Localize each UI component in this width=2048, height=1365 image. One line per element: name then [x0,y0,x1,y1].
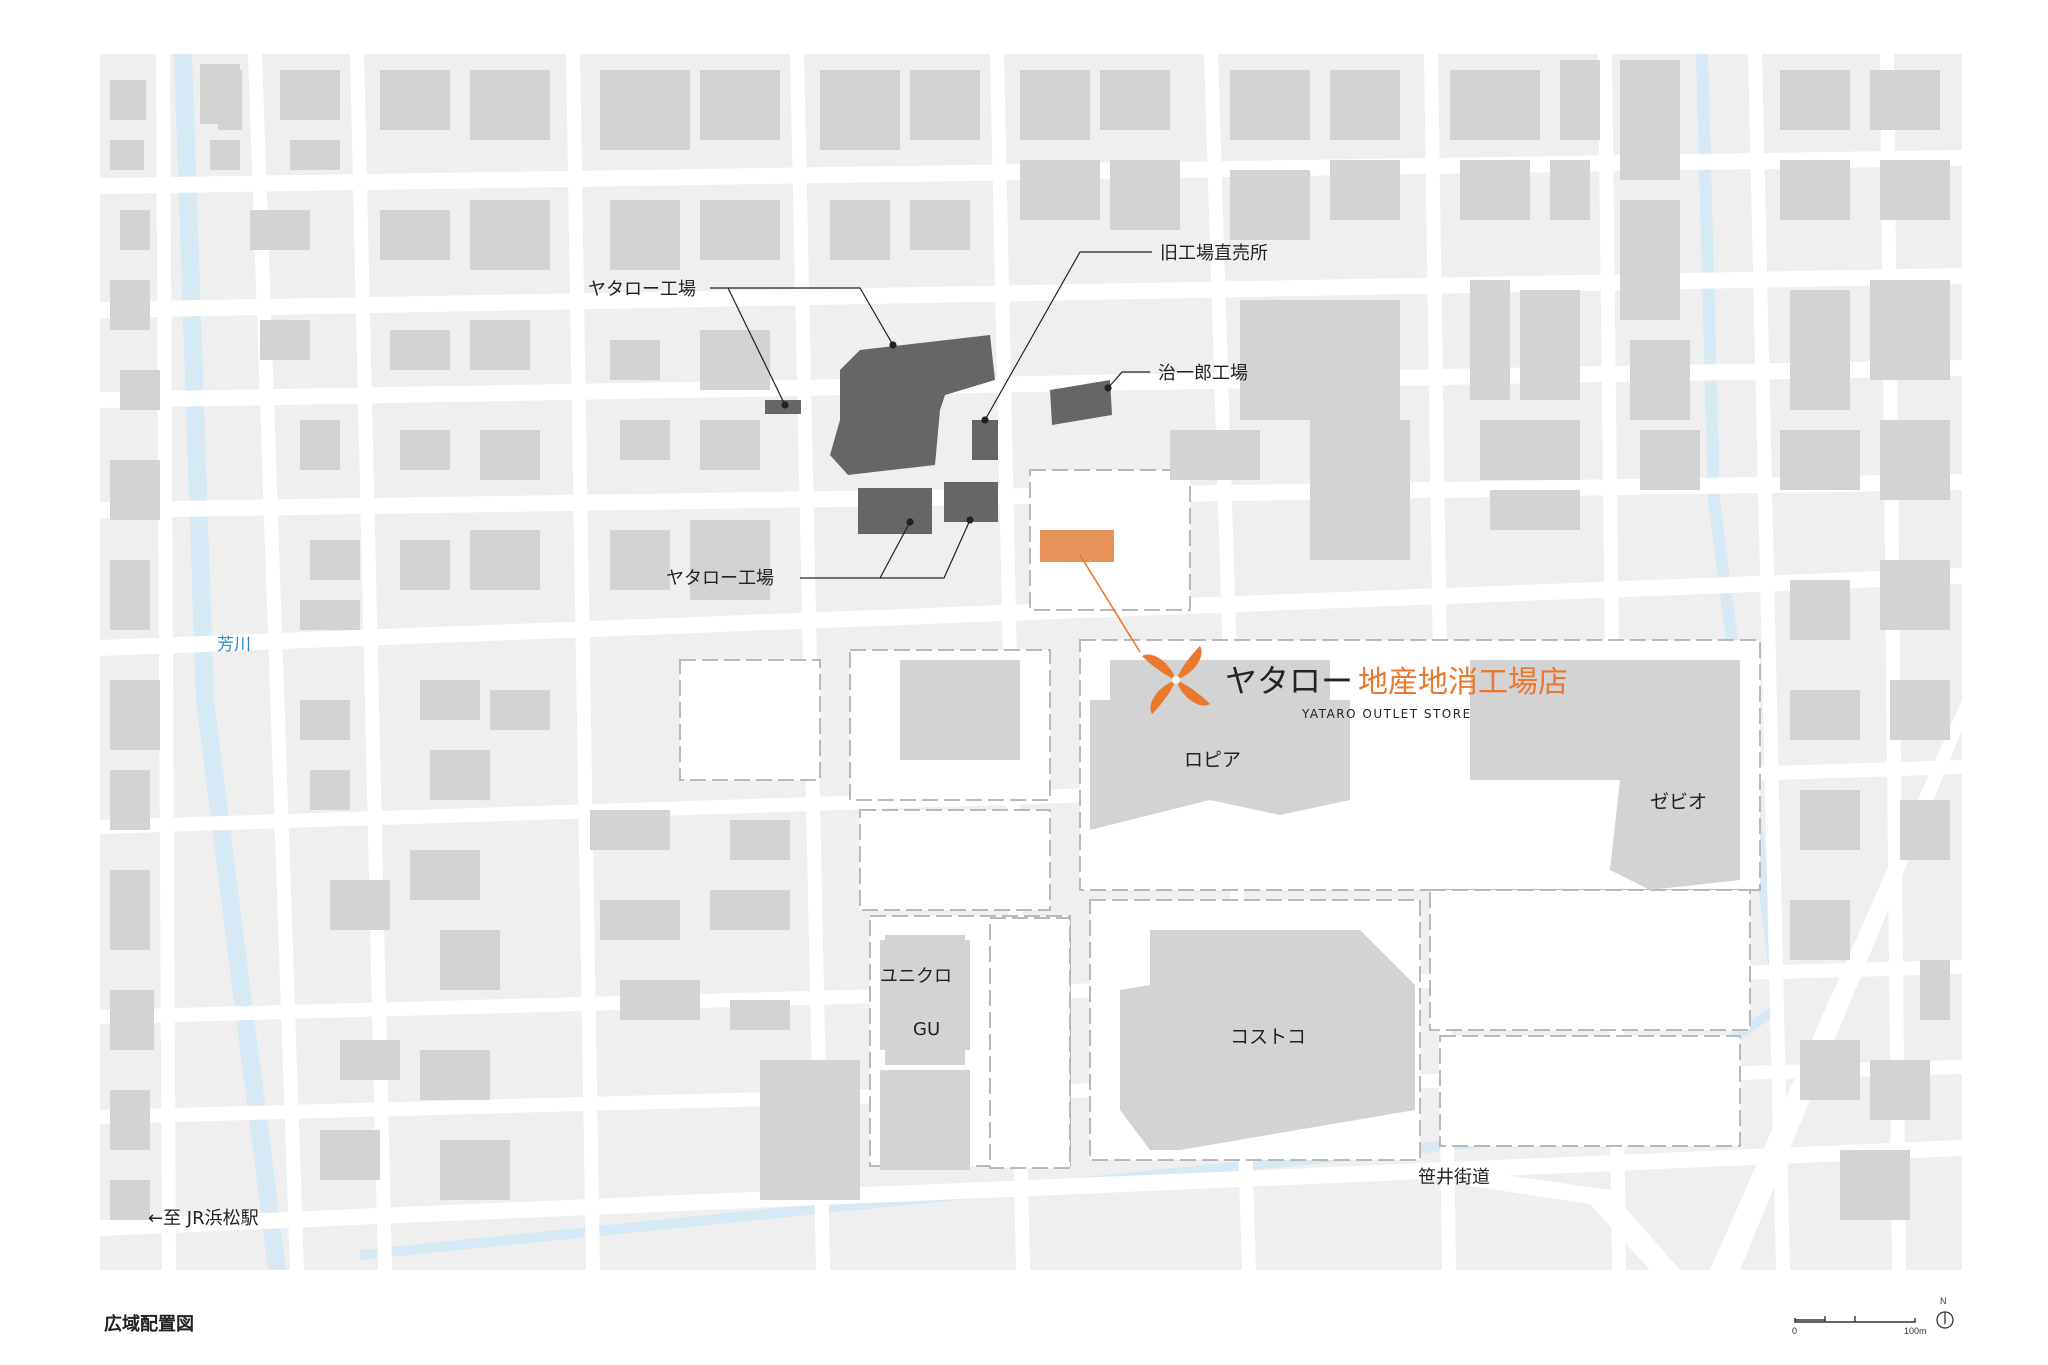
label-xebio: ゼビオ [1650,791,1707,813]
river-yoshikawa [174,54,286,1270]
lopia-building [1090,700,1350,830]
yataro-factory-south-a [858,488,932,534]
scale-bar [1794,1316,1916,1323]
logo-brand: ヤタロー [1225,662,1353,700]
old-factory-shop [972,420,998,460]
costco-building [1120,930,1415,1150]
yataro-factory-main [830,335,995,475]
uniqlo-gu-building [885,935,965,1065]
outlet-store-logo [1142,646,1210,714]
label-old-factory-shop: 旧工場直売所 [1160,243,1268,264]
label-lopia: ロピア [1184,749,1241,771]
leader-lines [710,251,1152,579]
north-arrow-icon [1936,1311,1954,1329]
logo-store-name: 地産地消工場店 [1358,665,1568,700]
yataro-factory-south-b [944,482,998,522]
map-base [100,54,1962,1270]
north-label: N [1940,1296,1947,1306]
label-river: 芳川 [217,635,251,655]
pinwheel-icon [1142,646,1210,714]
buildings [110,60,1950,1220]
xebio-building [1470,660,1740,890]
outlet-store-highlight [1040,530,1114,562]
label-yataro-factory-north: ヤタロー工場 [588,279,696,300]
label-uniqlo: ユニクロ [880,966,952,987]
factories [765,335,1112,534]
canal-east [1696,54,1782,980]
label-jiichiro-factory: 治一郎工場 [1158,363,1248,384]
store-leader-line [1079,554,1141,653]
label-gu: GU [913,1019,940,1040]
jiichiro-factory [1050,380,1112,425]
label-yataro-factory-south: ヤタロー工場 [666,568,774,589]
scale-start: 0 [1792,1326,1797,1336]
logo-english: YATARO OUTLET STORE [1301,707,1472,721]
label-costco: コストコ [1230,1026,1306,1048]
map-caption: 広域配置図 [104,1314,194,1335]
scale-end: 100m [1904,1326,1927,1336]
label-to-station: ←至 JR浜松駅 [148,1208,259,1229]
label-sasai-road: 笹井街道 [1418,1167,1490,1188]
